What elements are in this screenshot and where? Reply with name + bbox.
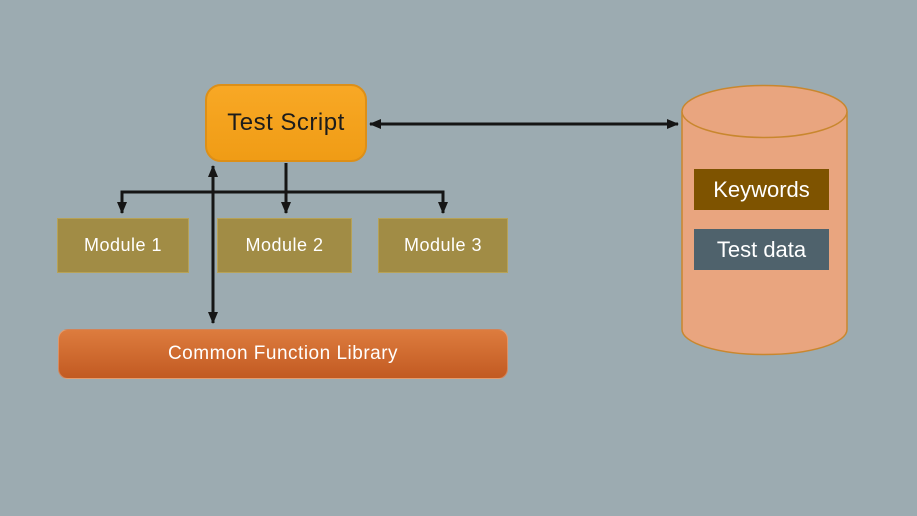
test-script-label: Test Script [227, 109, 345, 136]
module-1-node: Module 1 [57, 218, 189, 273]
keywords-label: Keywords [713, 176, 810, 202]
module-2-node: Module 2 [217, 218, 352, 273]
datastore-cylinder [681, 84, 848, 356]
module-3-label: Module 3 [403, 235, 483, 255]
test-data-label: Test data [716, 236, 807, 262]
module-3-node: Module 3 [378, 218, 508, 273]
arrow-testscript-modules-1-3 [117, 190, 448, 214]
module-2-label: Module 2 [245, 235, 324, 255]
keywords-badge: Keywords [694, 169, 829, 210]
common-function-library-node: Common Function Library [58, 329, 508, 379]
common-function-library-label: Common Function Library [167, 343, 399, 364]
test-script-node: Test Script [205, 84, 367, 162]
module-1-label: Module 1 [83, 235, 163, 255]
test-data-badge: Test data [694, 229, 829, 270]
